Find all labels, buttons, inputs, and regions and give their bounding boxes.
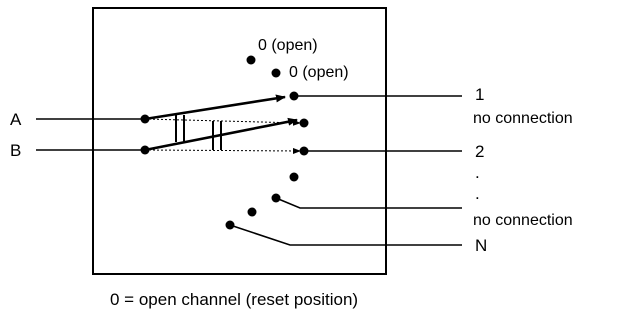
input-label-a: A (10, 110, 22, 129)
diagram-caption: 0 = open channel (reset position) (110, 290, 358, 309)
dotted-arm-b (144, 147, 301, 154)
contact-no-connection-1 (299, 118, 309, 128)
input-label-b: B (10, 141, 21, 160)
output-label-1: 1 (475, 85, 484, 104)
contact-extra (289, 172, 299, 182)
switch-arm-a-to-1 (144, 94, 286, 121)
wire-no-connection-2 (275, 197, 462, 209)
dotted-arm-a (144, 118, 301, 126)
contact-lower (247, 207, 257, 217)
output-label-no-connection-2: no connection (473, 212, 573, 229)
output-label-dot-1: . (475, 163, 480, 182)
output-label-2: 2 (475, 142, 484, 161)
output-label-no-connection-1: no connection (473, 110, 573, 127)
wire-output-n (229, 224, 462, 246)
contact-open-2 (271, 68, 281, 78)
open-position-label-1: 0 (open) (258, 37, 318, 54)
switch-box (92, 7, 387, 275)
contact-open-1 (246, 55, 256, 65)
open-position-label-2: 0 (open) (289, 64, 349, 81)
output-label-n: N (475, 236, 487, 255)
output-label-dot-2: . (475, 184, 480, 203)
